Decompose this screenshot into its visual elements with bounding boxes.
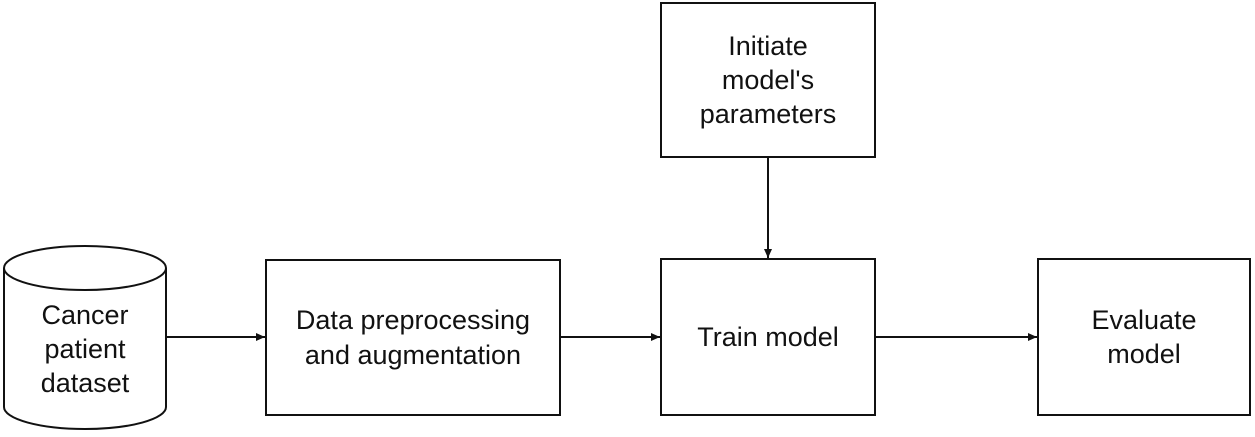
- dataset-node-label: Cancer patient dataset: [40, 299, 130, 399]
- init-params-node-label: Initiate model's parameters: [699, 30, 837, 130]
- preprocess-node-label: Data preprocessing and augmentation: [295, 305, 531, 370]
- evaluate-node-label: Evaluate model: [1091, 304, 1197, 369]
- evaluate-node: Evaluate model: [1037, 258, 1251, 416]
- init-params-node: Initiate model's parameters: [660, 2, 876, 158]
- train-node-label: Train model: [697, 321, 839, 352]
- preprocess-node: Data preprocessing and augmentation: [265, 259, 561, 416]
- train-node: Train model: [660, 258, 876, 416]
- dataset-cylinder: [3, 245, 167, 430]
